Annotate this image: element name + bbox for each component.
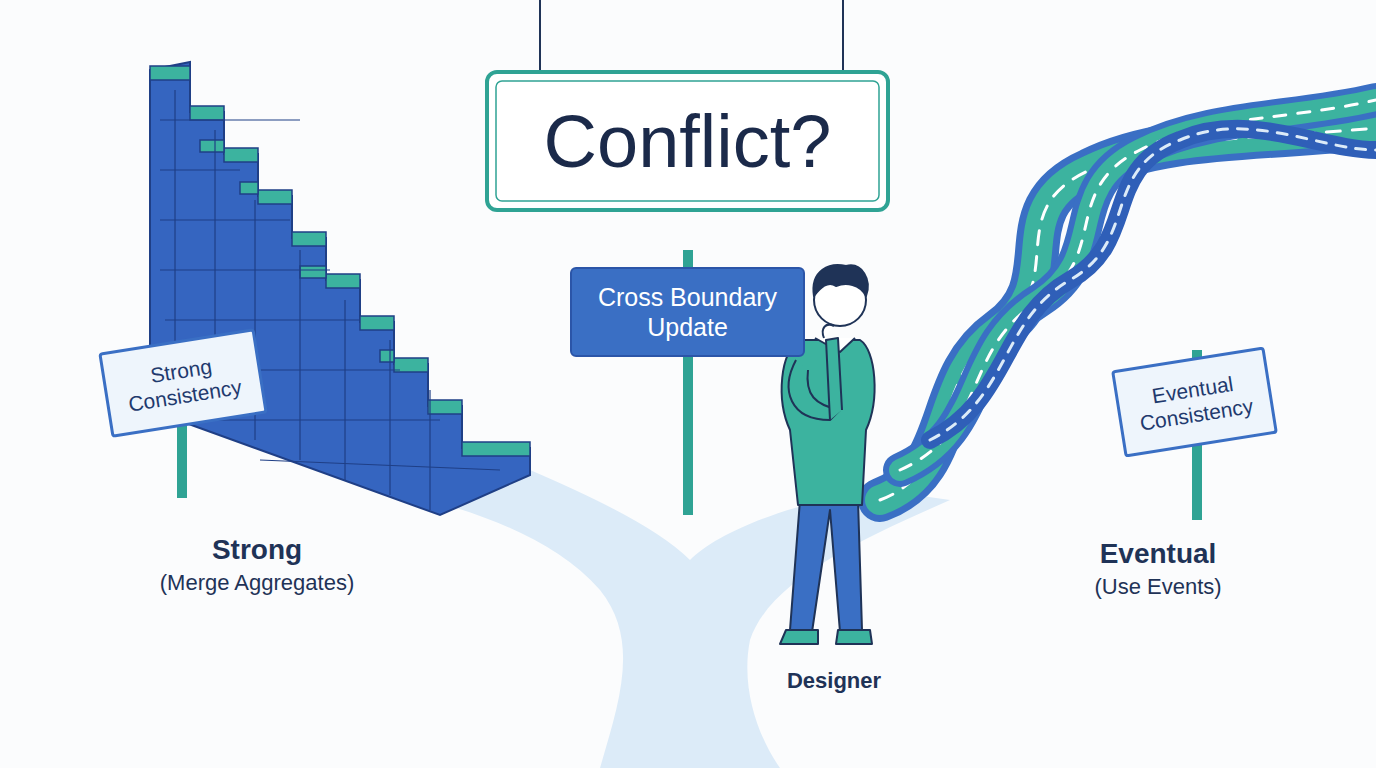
path-heading: Designer [787, 668, 881, 694]
title-sign [487, 72, 888, 210]
title: Conflict? [487, 72, 888, 210]
path-subtitle: (Merge Aggregates) [160, 570, 354, 596]
sign-text: Eventual Consistency [1127, 367, 1262, 437]
sign-text: Cross Boundary Update [582, 282, 793, 342]
event-streams [880, 100, 1376, 500]
staircase [150, 62, 530, 515]
hanging-string [539, 0, 541, 74]
sign-text: Strong Consistency [114, 348, 252, 418]
hanging-string [842, 0, 844, 74]
path-subtitle: (Use Events) [1094, 574, 1221, 600]
path-heading: Eventual [1100, 538, 1217, 570]
sign-board: Cross Boundary Update [570, 267, 805, 357]
signpost: Eventual Consistency [1111, 346, 1278, 457]
path-heading: Strong [212, 534, 302, 566]
